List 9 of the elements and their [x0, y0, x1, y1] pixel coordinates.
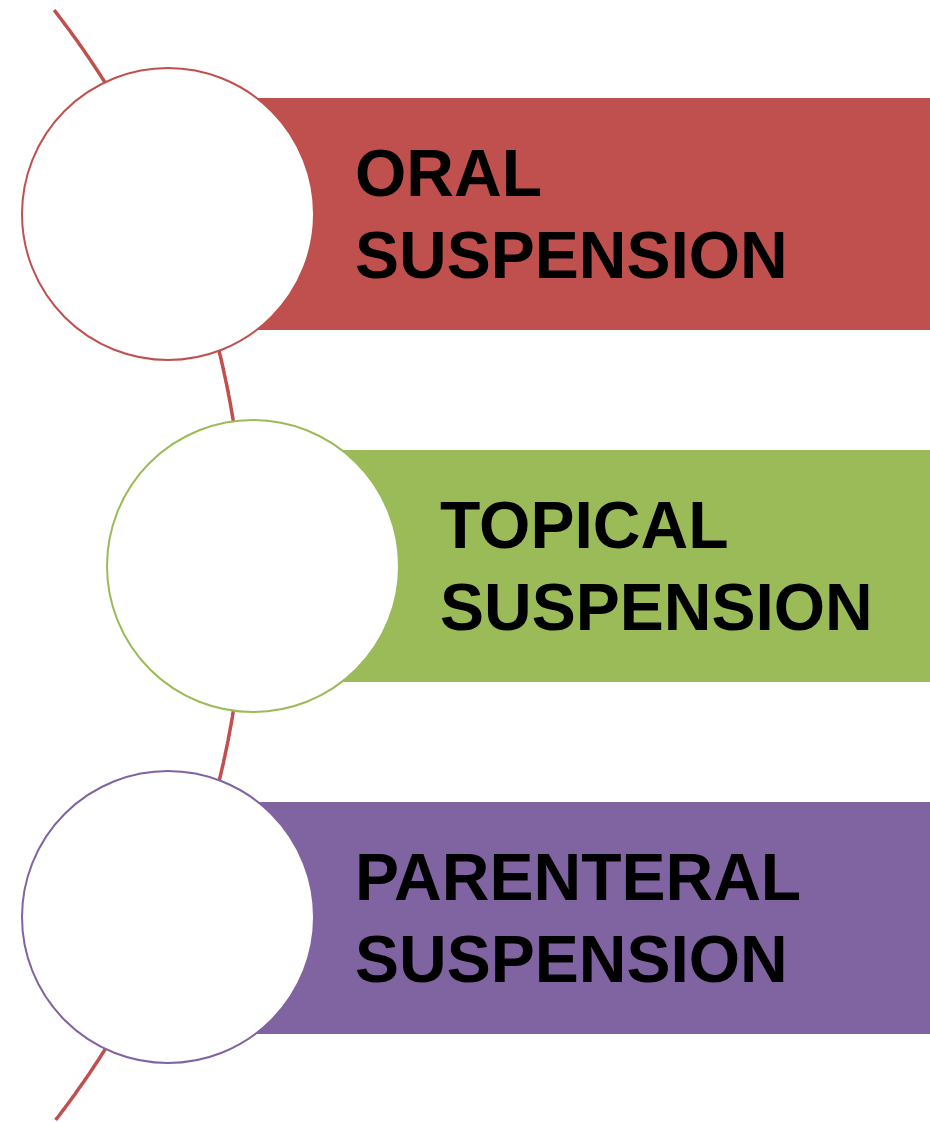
connector-line — [217, 710, 236, 782]
band-title: TOPICAL SUSPENSION — [440, 487, 874, 646]
connector-line — [217, 350, 236, 423]
circle — [106, 419, 400, 713]
circle — [21, 67, 315, 361]
band-title: ORAL SUSPENSION — [355, 135, 789, 294]
label-band — [255, 802, 930, 1034]
circle — [21, 770, 315, 1064]
band-title: PARENTERAL SUSPENSION — [355, 839, 801, 998]
